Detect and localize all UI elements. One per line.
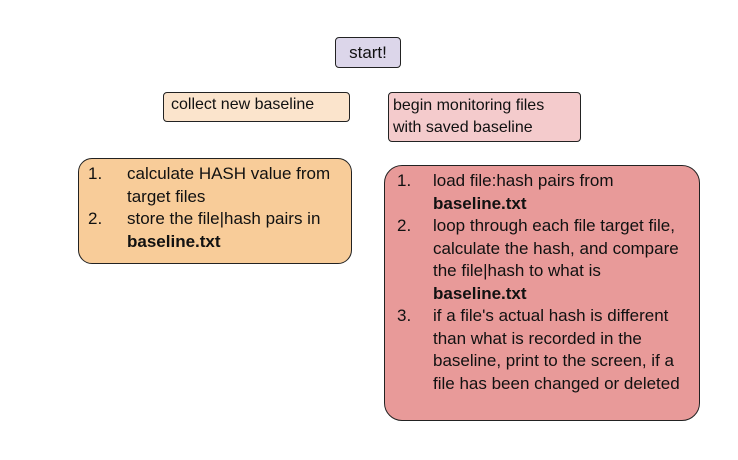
collect-step-2-number: 2. (88, 209, 103, 228)
start-label: start! (349, 42, 387, 62)
collect-step-1: 1. calculate HASH value from target file… (79, 163, 345, 208)
begin-monitoring-line-2: with saved baseline (393, 119, 533, 136)
collect-steps-node: 1. calculate HASH value from target file… (78, 158, 352, 264)
collect-steps-list: 1. calculate HASH value from target file… (79, 163, 345, 253)
monitor-step-3-number: 3. (397, 306, 412, 325)
collect-step-2: 2. store the file|hash pairs in baseline… (79, 208, 345, 253)
collect-baseline-node: collect new baseline (163, 92, 350, 122)
collect-baseline-label: collect new baseline (171, 96, 315, 113)
baseline-filename: baseline.txt (433, 283, 527, 303)
monitor-step-1-text: load file:hash pairs from baseline.txt (433, 171, 614, 213)
monitor-step-3: 3. if a file's actual hash is different … (385, 305, 693, 395)
monitor-step-1: 1. load file:hash pairs from baseline.tx… (385, 170, 693, 215)
monitor-step-2-text: loop through each file target file, calc… (433, 216, 679, 303)
begin-monitoring-line-1: begin monitoring files (393, 97, 545, 114)
monitor-step-1-number: 1. (397, 171, 412, 190)
monitor-steps-list: 1. load file:hash pairs from baseline.tx… (385, 170, 693, 395)
collect-step-1-number: 1. (88, 164, 103, 183)
begin-monitoring-node: begin monitoring files with saved baseli… (388, 92, 581, 142)
baseline-filename: baseline.txt (127, 231, 221, 251)
collect-step-1-text: calculate HASH value from target files (127, 164, 331, 206)
monitor-step-2: 2. loop through each file target file, c… (385, 215, 693, 305)
monitor-step-3-text: if a file's actual hash is different tha… (433, 306, 680, 393)
collect-step-2-text: store the file|hash pairs in baseline.tx… (127, 209, 321, 251)
baseline-filename: baseline.txt (433, 193, 527, 213)
monitor-steps-node: 1. load file:hash pairs from baseline.tx… (384, 165, 700, 421)
monitor-step-2-number: 2. (397, 216, 412, 235)
start-node: start! (335, 37, 401, 68)
